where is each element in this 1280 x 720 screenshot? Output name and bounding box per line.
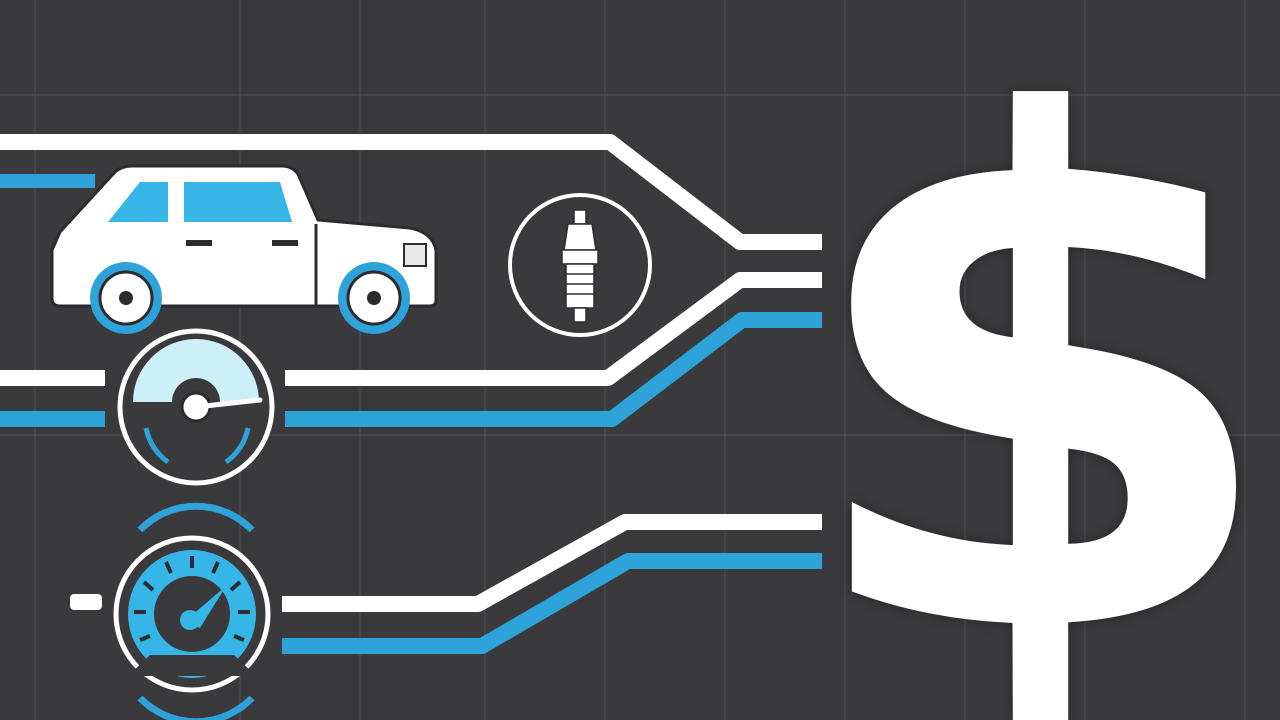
dollar-sign-symbol: $	[796, 0, 1280, 720]
route-line-middle-blue	[0, 312, 822, 427]
speedometer-icon	[113, 502, 271, 720]
spark-plug-icon	[508, 193, 652, 337]
route-stub-left	[70, 594, 102, 610]
route-line-lower	[282, 514, 822, 612]
route-line-lower-blue	[282, 553, 822, 654]
car-icon	[50, 164, 438, 334]
route-line-middle	[0, 272, 822, 386]
route-line-top	[0, 134, 822, 250]
gauge-icon	[117, 328, 275, 486]
